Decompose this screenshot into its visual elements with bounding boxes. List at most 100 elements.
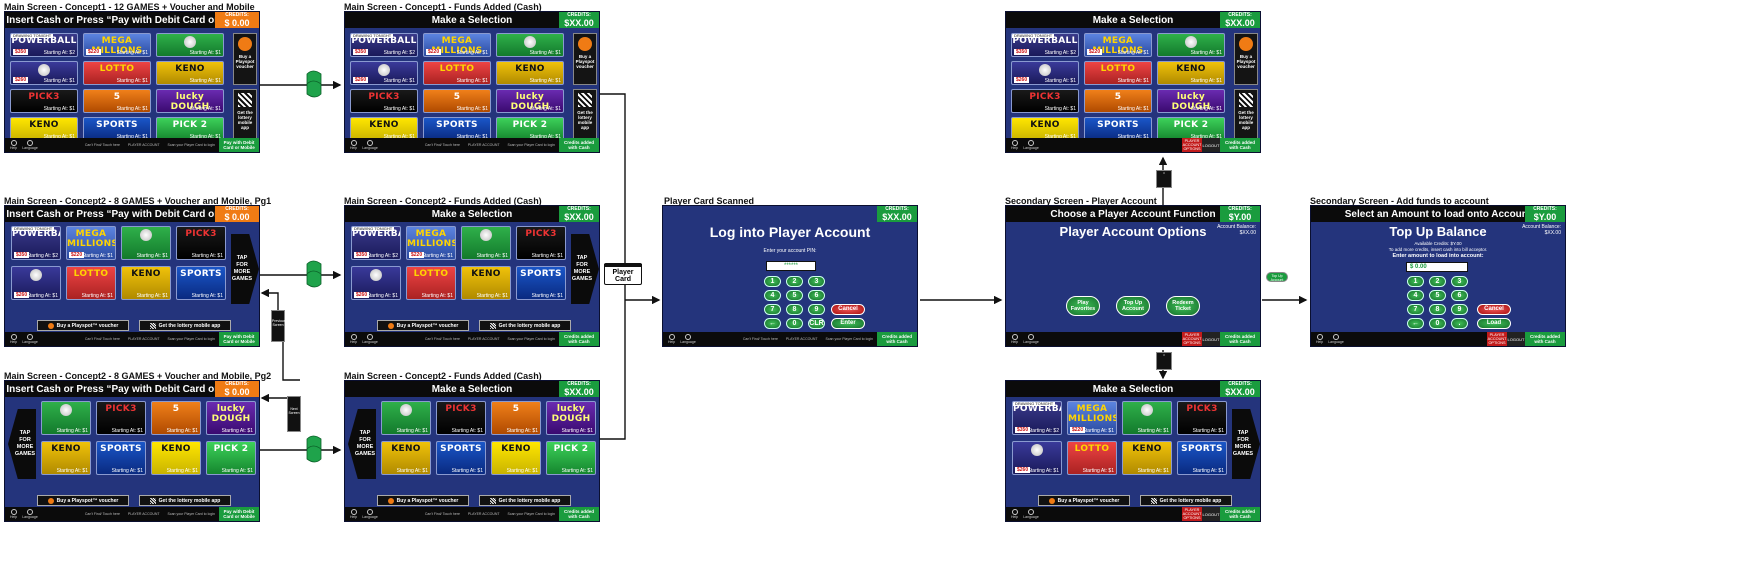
tap-for-more-games-button[interactable]: TAP FOR MORE GAMES [1232, 409, 1260, 479]
language-button[interactable]: Language [362, 509, 378, 519]
login-key-6[interactable]: 7 [764, 304, 781, 315]
top-up-account-button[interactable]: Top Up Account [1116, 296, 1150, 316]
game-tile-ball[interactable]: Starting At: $1 [461, 226, 511, 260]
tap-for-more-games-button[interactable]: TAP FOR MORE GAMES [8, 409, 36, 479]
topup-key-9[interactable]: ← [1407, 318, 1424, 329]
card-help-note[interactable]: Can't Find/ Touch here [84, 512, 120, 516]
login-key-0[interactable]: 1 [764, 276, 781, 287]
topup-key-5[interactable]: 6 [1451, 290, 1468, 301]
game-tile-ball[interactable]: Starting At: $1 [121, 226, 171, 260]
language-button[interactable]: Language [362, 140, 378, 150]
logout-button[interactable]: LOGOUT [1507, 332, 1525, 346]
buy-voucher-bar-button[interactable]: Buy a Playspot™ voucher [37, 320, 129, 331]
card-help-note[interactable]: Can't Find/ Touch here [424, 512, 460, 516]
cancel-button[interactable]: Cancel [831, 304, 865, 315]
language-button[interactable]: Language [22, 140, 38, 150]
help-button[interactable]: Help [1011, 334, 1018, 344]
login-key-7[interactable]: 8 [786, 304, 803, 315]
pay-debit-mobile-button[interactable]: Pay with Debit Card or Mobile [219, 138, 259, 152]
game-tile-ball[interactable]: Starting At: $1 [381, 401, 431, 435]
buy-voucher-bar-button[interactable]: Buy a Playspot™ voucher [377, 320, 469, 331]
amount-input[interactable]: $ 0.00 [1406, 262, 1468, 272]
mobile-app-bar-button[interactable]: Get the lottery mobile app [479, 495, 571, 506]
game-tile-ball[interactable]: Starting At: $1 [1157, 33, 1225, 57]
enter-button[interactable]: Enter [831, 318, 865, 329]
login-key-9[interactable]: ← [764, 318, 781, 329]
card-help-note[interactable]: Can't Find/ Touch here [424, 337, 460, 341]
login-key-8[interactable]: 9 [808, 304, 825, 315]
language-button[interactable]: Language [1328, 334, 1344, 344]
buy-voucher-side-button[interactable]: Buy a Playspot voucher [573, 33, 597, 85]
tap-for-more-games-button[interactable]: TAP FOR MORE GAMES [231, 234, 259, 304]
language-button[interactable]: Language [1023, 509, 1039, 519]
topup-key-2[interactable]: 3 [1451, 276, 1468, 287]
tap-for-more-games-button[interactable]: TAP FOR MORE GAMES [348, 409, 376, 479]
help-button[interactable]: Help [668, 334, 675, 344]
pin-input[interactable]: ****** [766, 261, 816, 271]
buy-voucher-side-button[interactable]: Buy a Playspot voucher [1234, 33, 1258, 85]
mobile-app-bar-button[interactable]: Get the lottery mobile app [139, 320, 231, 331]
login-key-11[interactable]: CLR [808, 318, 825, 329]
logout-button[interactable]: LOGOUT [1202, 507, 1220, 521]
login-key-3[interactable]: 4 [764, 290, 781, 301]
game-tile-ball[interactable]: Starting At: $1 [496, 33, 564, 57]
buy-voucher-bar-button[interactable]: Buy a Playspot™ voucher [377, 495, 469, 506]
buy-voucher-bar-button[interactable]: Buy a Playspot™ voucher [37, 495, 129, 506]
mobile-app-bar-button[interactable]: Get the lottery mobile app [479, 320, 571, 331]
mobile-app-side-button[interactable]: Get the lottery mobile app [1234, 89, 1258, 139]
topup-key-3[interactable]: 4 [1407, 290, 1424, 301]
language-button[interactable]: Language [22, 334, 38, 344]
game-tile-ball[interactable]: Starting At: $1 [1122, 401, 1172, 435]
load-button[interactable]: Load [1477, 318, 1511, 329]
player-account-options-button[interactable]: PLAYER ACCOUNT OPTIONS [1182, 138, 1202, 152]
help-button[interactable]: Help [1011, 140, 1018, 150]
card-help-note[interactable]: Can't Find/ Touch here [742, 337, 778, 341]
logout-button[interactable]: LOGOUT [1202, 332, 1220, 346]
mobile-app-side-button[interactable]: Get the lottery mobile app [233, 89, 257, 139]
help-button[interactable]: Help [350, 509, 357, 519]
topup-key-4[interactable]: 5 [1429, 290, 1446, 301]
topup-key-8[interactable]: 9 [1451, 304, 1468, 315]
game-tile-ball[interactable]: Starting At: $1 [156, 33, 224, 57]
login-key-5[interactable]: 6 [808, 290, 825, 301]
login-key-10[interactable]: 0 [786, 318, 803, 329]
help-button[interactable]: Help [350, 140, 357, 150]
